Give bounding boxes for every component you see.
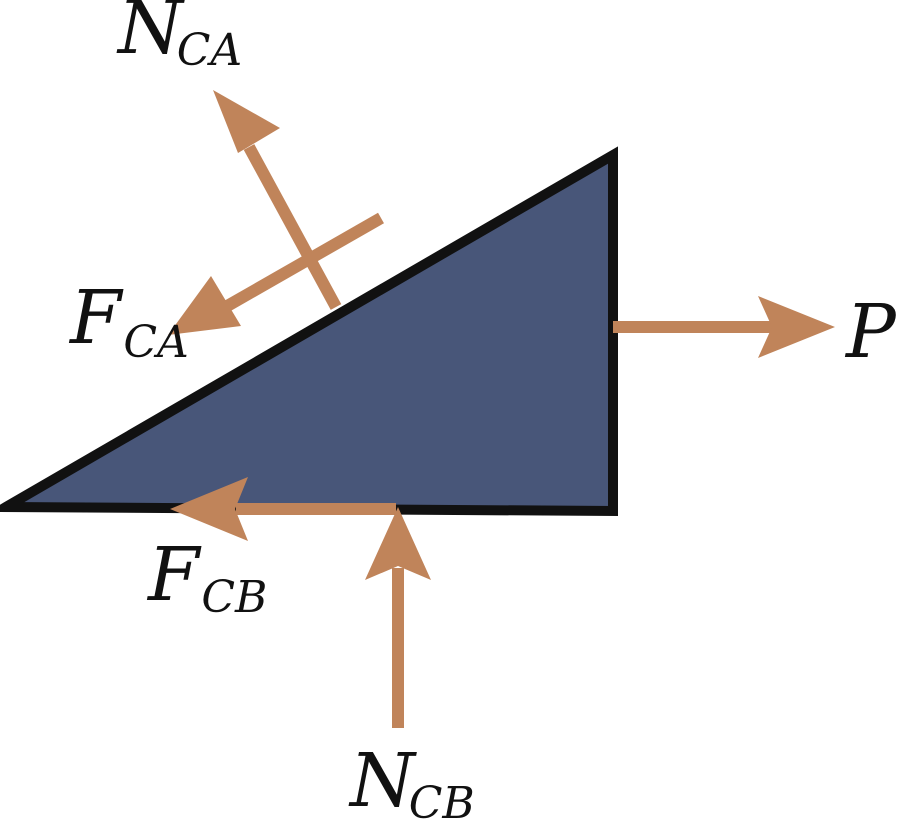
f-cb-arrow xyxy=(170,477,396,541)
n-ca-label: NCA xyxy=(116,0,242,76)
p-label: P xyxy=(844,289,897,375)
p-arrow xyxy=(613,296,835,358)
f-cb-label: FCB xyxy=(146,532,267,623)
f-ca-arrow xyxy=(168,212,384,335)
n-ca-arrow xyxy=(213,90,342,310)
n-cb-label: NCB xyxy=(348,738,475,822)
f-ca-label: FCA xyxy=(68,275,189,368)
n-cb-arrow xyxy=(365,507,431,728)
